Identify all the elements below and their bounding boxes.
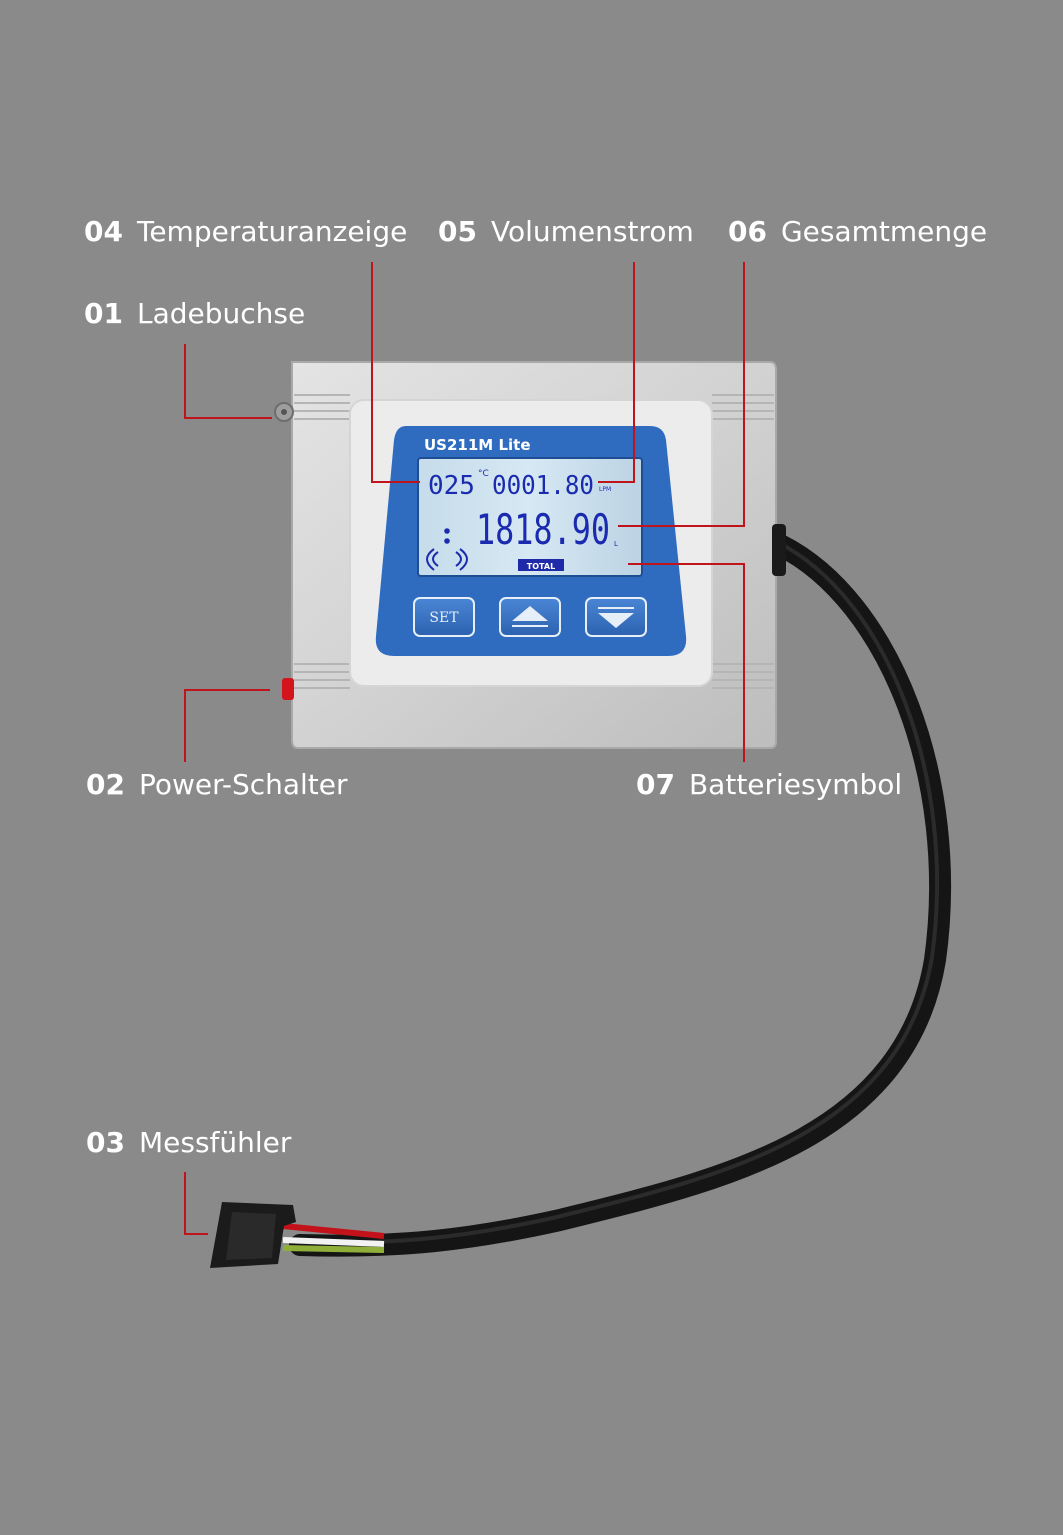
- leader-03: [184, 1172, 208, 1235]
- button-down[interactable]: [585, 597, 647, 637]
- button-set-label: SET: [429, 610, 459, 626]
- sensor-cable: [289, 534, 952, 1257]
- leader-04: [371, 262, 420, 483]
- callout-number: 01: [84, 297, 123, 330]
- lcd-flow-unit: LPM: [599, 486, 611, 493]
- device-model: US211M Lite: [424, 436, 531, 454]
- lcd-screen: [417, 457, 643, 577]
- lcd-total-unit: L: [614, 540, 618, 548]
- callout-power-schalter: 02 Power-Schalter: [86, 771, 348, 799]
- callout-label: Gesamtmenge: [780, 215, 988, 248]
- lcd-flow-rate: 0001.80: [492, 471, 594, 501]
- callout-label: Batteriesymbol: [688, 768, 903, 801]
- callout-label: Messfühler: [138, 1126, 292, 1159]
- leader-06: [618, 262, 745, 527]
- button-up[interactable]: [499, 597, 561, 637]
- callout-ladebuchse: 01 Ladebuchse: [84, 300, 305, 328]
- callout-messfuehler: 03 Messfühler: [86, 1129, 291, 1157]
- leader-02: [184, 689, 270, 762]
- leader-lines: [184, 262, 745, 1235]
- callout-volumenstrom: 05 Volumenstrom: [438, 218, 694, 246]
- callout-number: 02: [86, 768, 125, 801]
- callout-number: 03: [86, 1126, 125, 1159]
- lcd-total: 1818.90: [476, 505, 610, 554]
- arrow-down-icon: [598, 613, 634, 628]
- lcd-mode-badge: TOTAL: [527, 562, 555, 571]
- button-set[interactable]: [413, 597, 475, 637]
- callout-label: Temperaturanzeige: [136, 215, 408, 248]
- leader-07: [628, 563, 745, 762]
- callout-number: 05: [438, 215, 477, 248]
- leader-01: [184, 344, 272, 419]
- sensor-plug: [210, 1202, 385, 1268]
- lcd-temperature-unit: °C: [478, 469, 489, 479]
- lcd-mode-badge-bg: [518, 559, 564, 571]
- callout-batteriesymbol: 07 Batteriesymbol: [636, 771, 902, 799]
- arrow-up-icon: [512, 606, 548, 621]
- battery-icon: [426, 528, 468, 571]
- callout-gesamtmenge: 06 Gesamtmenge: [728, 218, 987, 246]
- lcd-temperature: 025: [428, 471, 475, 501]
- leader-05: [598, 262, 635, 483]
- callout-label: Ladebuchse: [136, 297, 306, 330]
- callout-number: 07: [636, 768, 675, 801]
- callout-temperaturanzeige: 04 Temperaturanzeige: [84, 218, 407, 246]
- callout-number: 04: [84, 215, 123, 248]
- callout-label: Volumenstrom: [490, 215, 694, 248]
- callout-label: Power-Schalter: [138, 768, 348, 801]
- callout-number: 06: [728, 215, 767, 248]
